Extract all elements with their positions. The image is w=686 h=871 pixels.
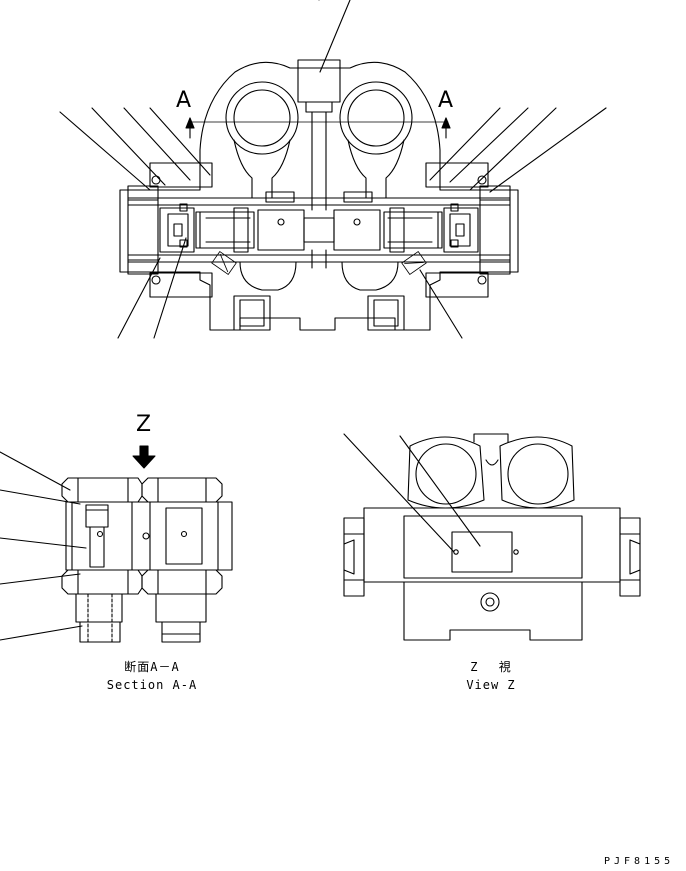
view-caption-jp: Z 視 <box>470 660 512 674</box>
section-arrow-left <box>185 117 195 139</box>
valve-body-section <box>59 0 607 339</box>
section-a-a-view <box>0 445 233 643</box>
view-z <box>343 433 641 641</box>
section-caption-jp: 断面A－A <box>124 660 180 674</box>
section-marker-right: A <box>438 88 454 113</box>
view-z-arrow <box>132 445 156 469</box>
view-marker-label: Z <box>136 412 152 437</box>
section-marker-left: A <box>176 88 192 113</box>
section-caption-en: Section A-A <box>106 678 198 692</box>
drawing-code: PJF8155 <box>604 856 675 867</box>
view-caption-en: View Z <box>466 678 516 692</box>
section-arrow-right <box>441 117 451 139</box>
